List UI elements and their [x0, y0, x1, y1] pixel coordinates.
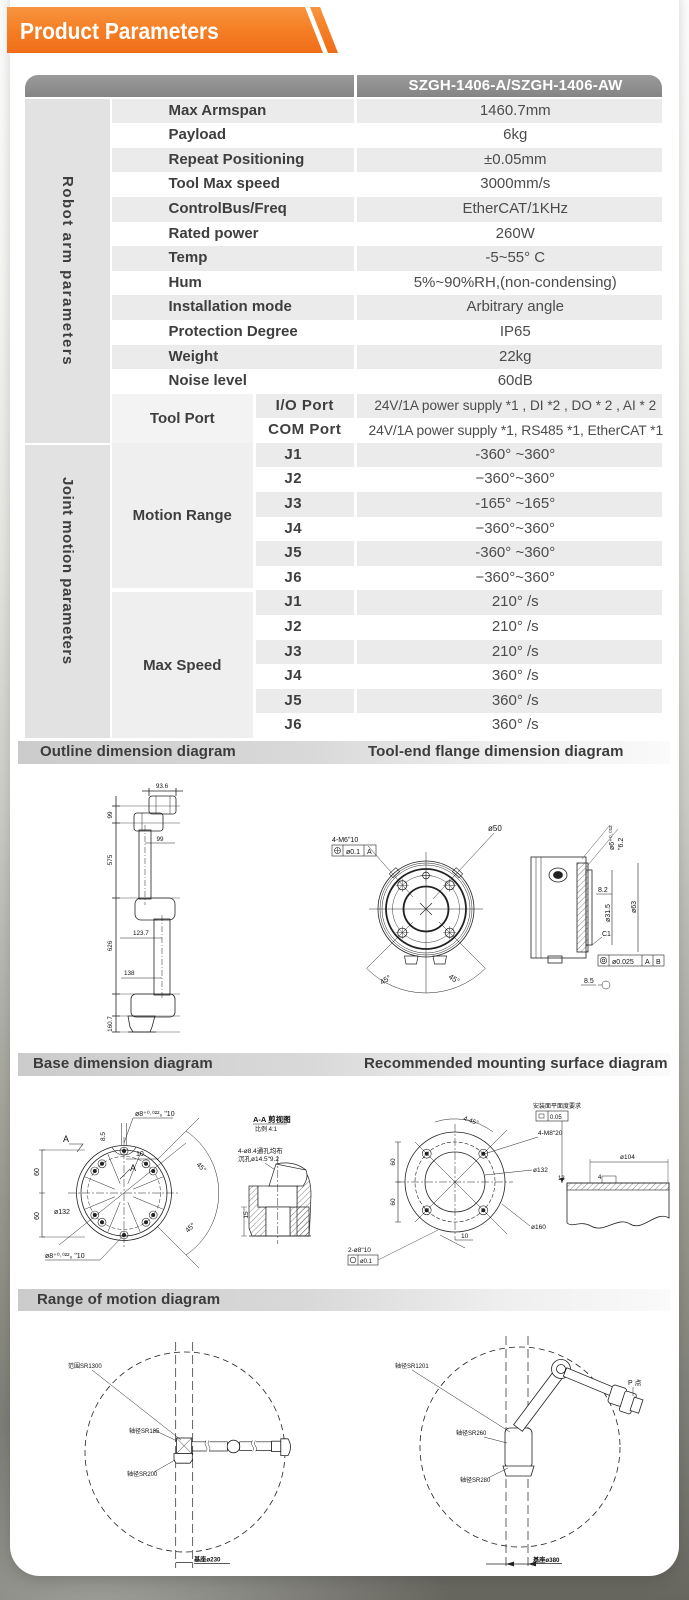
svg-text:B: B: [656, 959, 661, 966]
svg-text:0.05: 0.05: [550, 1115, 562, 1121]
svg-text:45°: 45°: [184, 1221, 197, 1234]
svg-text:P 点: P 点: [628, 1379, 642, 1387]
svg-text:626: 626: [107, 940, 114, 951]
svg-text:8.2: 8.2: [598, 887, 608, 894]
svg-text:轴径SR280: 轴径SR280: [460, 1476, 491, 1484]
svg-text:ø132: ø132: [54, 1209, 70, 1216]
svg-text:基座ø380: 基座ø380: [532, 1556, 560, 1564]
svg-text:13: 13: [558, 1176, 565, 1182]
svg-text:10: 10: [461, 1233, 469, 1240]
svg-text:比例 4:1: 比例 4:1: [255, 1125, 278, 1133]
svg-text:基座ø230: 基座ø230: [193, 1556, 221, 1564]
svg-text:8.5: 8.5: [100, 1132, 107, 1141]
svg-text:575: 575: [107, 854, 114, 865]
svg-text:ø104: ø104: [620, 1154, 635, 1161]
svg-text:ø0.1: ø0.1: [360, 1259, 373, 1265]
svg-text:ø8⁺⁰·⁰²²₀ ʺ10: ø8⁺⁰·⁰²²₀ ʺ10: [135, 1110, 175, 1118]
svg-text:4-M8ʺ20: 4-M8ʺ20: [538, 1129, 563, 1137]
svg-text:安装面平面度要求: 安装面平面度要求: [533, 1102, 581, 1110]
svg-text:ø132: ø132: [533, 1167, 548, 1174]
svg-text:8.5: 8.5: [584, 978, 594, 985]
svg-text:轴径SR200: 轴径SR200: [127, 1470, 158, 1478]
svg-text:ø50: ø50: [488, 824, 502, 833]
svg-text:93.6: 93.6: [156, 783, 169, 790]
svg-text:ø63: ø63: [631, 901, 638, 913]
svg-text:15: 15: [243, 1211, 250, 1219]
svg-text:轴径SR260: 轴径SR260: [456, 1429, 487, 1437]
svg-text:轴径SR1201: 轴径SR1201: [395, 1362, 429, 1370]
svg-text:45°: 45°: [447, 972, 461, 986]
svg-text:C1: C1: [602, 931, 611, 938]
svg-text:60: 60: [34, 1212, 41, 1220]
svg-text:ø8⁺⁰·⁰²²₀ ʺ10: ø8⁺⁰·⁰²²₀ ʺ10: [45, 1252, 85, 1260]
svg-text:99: 99: [156, 836, 164, 843]
svg-text:2-ø8ʺ10: 2-ø8ʺ10: [348, 1246, 371, 1254]
svg-text:4: 4: [598, 1175, 602, 1181]
svg-text:A-A 剪视图: A-A 剪视图: [253, 1114, 291, 1124]
svg-text:轴径SR185: 轴径SR185: [129, 1427, 160, 1435]
svg-text:138: 138: [124, 970, 135, 977]
svg-text:10: 10: [136, 1151, 144, 1158]
svg-text:160.7: 160.7: [107, 1016, 114, 1032]
svg-text:ø0.025: ø0.025: [612, 959, 634, 966]
svg-text:4-ø8.4通孔均布: 4-ø8.4通孔均布: [238, 1146, 283, 1155]
svg-text:60: 60: [390, 1158, 397, 1166]
svg-text:60: 60: [390, 1198, 397, 1206]
svg-text:4-45°: 4-45°: [462, 1114, 480, 1127]
svg-text:ø0.1: ø0.1: [346, 849, 360, 856]
svg-text:A: A: [645, 959, 650, 966]
svg-text:ø31.5: ø31.5: [605, 904, 612, 922]
svg-text:4-M6ʺ10: 4-M6ʺ10: [332, 836, 358, 844]
svg-text:ʺ6.2: ʺ6.2: [617, 838, 625, 850]
svg-text:沉孔ø14.5ʺ9.2: 沉孔ø14.5ʺ9.2: [238, 1155, 279, 1163]
svg-text:60: 60: [34, 1168, 41, 1176]
svg-text:123.7: 123.7: [133, 930, 149, 937]
svg-text:45°: 45°: [195, 1161, 208, 1174]
svg-text:99: 99: [107, 811, 114, 819]
svg-text:A: A: [63, 1134, 69, 1144]
svg-text:45°: 45°: [378, 973, 392, 987]
svg-text:ø160: ø160: [531, 1224, 546, 1231]
svg-text:A: A: [130, 1163, 136, 1173]
svg-text:A: A: [367, 849, 372, 856]
svg-text:范围SR1300: 范围SR1300: [68, 1362, 102, 1370]
svg-text:ø6⁺⁰·⁰¹²: ø6⁺⁰·⁰¹²: [608, 825, 616, 850]
